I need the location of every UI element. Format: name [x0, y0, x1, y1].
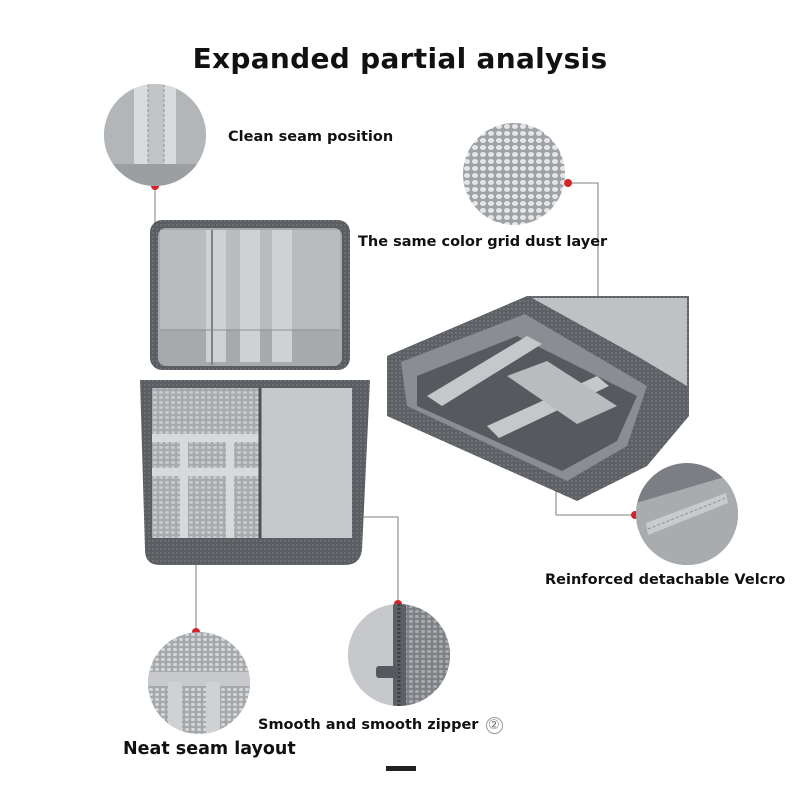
- zipper-detail-image: [348, 604, 450, 706]
- zipper-label-text: Smooth and smooth zipper: [258, 717, 479, 733]
- open-bag-image: [140, 220, 370, 565]
- mesh-detail-image: [463, 123, 565, 225]
- velcro-label: Reinforced detachable Velcro: [545, 572, 786, 588]
- velcro-detail-image: [636, 463, 738, 565]
- compartment-bag-image: [387, 296, 689, 501]
- neat-seam-detail-image: [148, 632, 250, 734]
- seam-detail-image: [104, 84, 206, 186]
- zipper-label: Smooth and smooth zipper ②: [258, 717, 503, 734]
- grid-dust-label: The same color grid dust layer: [358, 234, 608, 250]
- page-title: Expanded partial analysis: [192, 42, 608, 75]
- page-indicator: [386, 766, 416, 771]
- zipper-number: ②: [485, 717, 503, 734]
- callout-dot: [564, 179, 572, 187]
- clean-seam-label: Clean seam position: [228, 129, 394, 145]
- neat-seam-label: Neat seam layout: [123, 739, 296, 759]
